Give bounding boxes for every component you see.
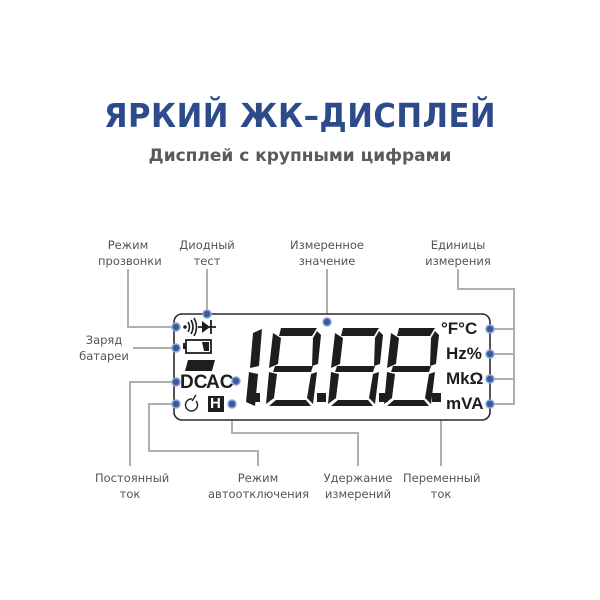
auto-off-icon — [184, 394, 199, 412]
diode-icon — [198, 320, 216, 334]
unit-voltage: mVA — [446, 394, 484, 413]
seven-segment-digits — [246, 328, 441, 406]
dot-unit-temp — [485, 324, 495, 334]
page-title: ЯРКИЙ ЖК–ДИСПЛЕЙ — [103, 96, 497, 135]
dot-dc — [171, 377, 181, 387]
unit-resistance: MkΩ — [446, 369, 484, 388]
dc-indicator: DC — [180, 372, 208, 393]
ac-indicator: AC — [206, 372, 234, 393]
continuity-icon — [183, 317, 198, 337]
dot-measured — [322, 317, 332, 327]
dot-continuity — [171, 322, 181, 332]
minus-sign-segment — [185, 360, 215, 371]
dot-unit-mva — [485, 399, 495, 409]
dot-unit-hz — [485, 349, 495, 359]
unit-frequency: Hz% — [446, 344, 482, 363]
page-subtitle: Дисплей с крупными цифрами — [148, 146, 452, 166]
dot-unit-ohm — [485, 374, 495, 384]
battery-icon — [183, 339, 212, 354]
dot-ac — [231, 376, 241, 386]
unit-temperature: °F°C — [441, 319, 478, 338]
callout-dots — [171, 309, 495, 409]
dot-autooff — [171, 399, 181, 409]
leader-lines — [127, 269, 515, 466]
dot-battery — [171, 343, 181, 353]
dot-diode — [202, 309, 212, 319]
dot-hold — [227, 399, 237, 409]
hold-indicator: H — [210, 395, 221, 412]
hold-icon-box — [208, 396, 224, 412]
